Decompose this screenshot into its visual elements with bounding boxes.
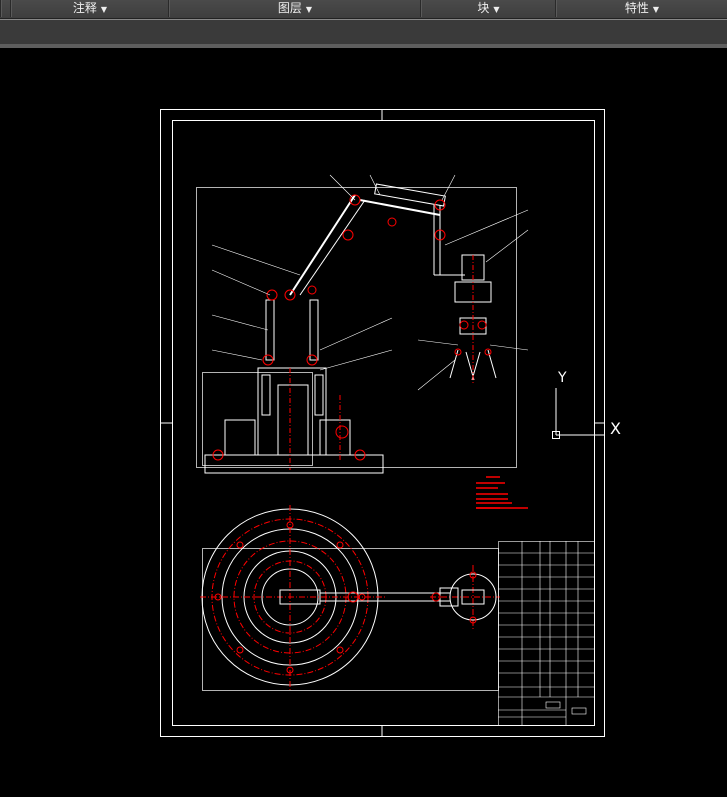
divider: [0, 44, 727, 48]
ucs-icon: [552, 388, 605, 439]
panel-annotation[interactable]: 注释▼: [10, 0, 169, 17]
technical-notes: [476, 476, 528, 509]
file-tab-bar: [0, 19, 727, 45]
chevron-down-icon: ▼: [305, 5, 313, 14]
panel-block-label: 块: [477, 1, 490, 15]
panel-layers-label: 图层: [277, 1, 302, 15]
panel-block[interactable]: 块▼: [420, 0, 556, 17]
ucs-y-label: Y: [557, 370, 567, 386]
title-block: [498, 541, 595, 726]
drawing-frame: [160, 109, 605, 737]
panel-properties-label: 特性: [624, 1, 649, 15]
panel-layers[interactable]: 图层▼: [168, 0, 421, 17]
drawing-canvas[interactable]: Y X: [0, 48, 727, 797]
ribbon-panel-edge: [0, 0, 11, 17]
ucs-x-label: X: [610, 419, 621, 438]
cad-drawing: Y X: [160, 109, 621, 737]
chevron-down-icon: ▼: [652, 5, 660, 14]
ribbon-panel-bar: 注释▼ 图层▼ 块▼ 特性▼: [0, 0, 727, 19]
panel-properties[interactable]: 特性▼: [555, 0, 727, 17]
robot-arm-plan-view: [200, 505, 500, 691]
chevron-down-icon: ▼: [493, 5, 500, 14]
chevron-down-icon: ▼: [100, 5, 108, 14]
robot-arm-elevation: [196, 174, 529, 474]
panel-annotation-label: 注释: [72, 1, 97, 15]
